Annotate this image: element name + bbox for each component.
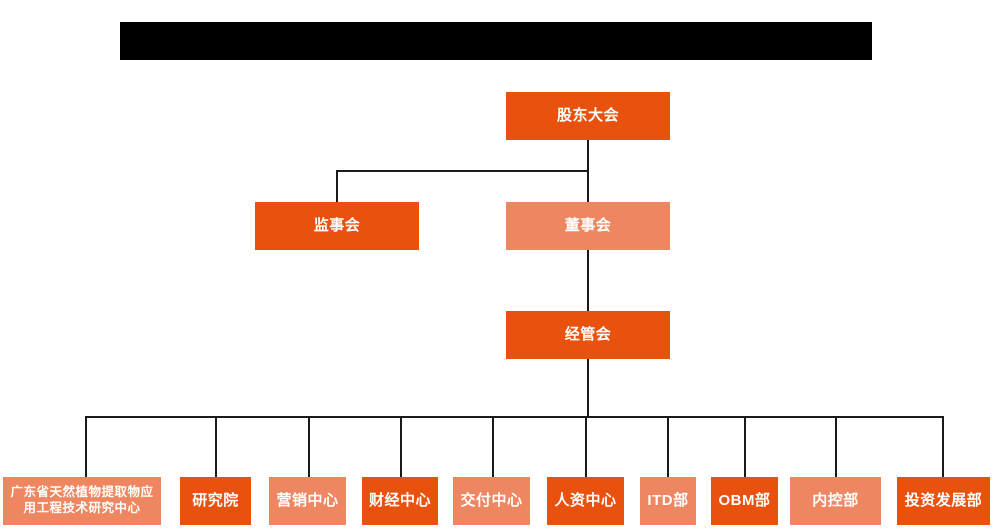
node-label-supervisors: 监事会 [313, 216, 361, 234]
node-label-investment-development-dept: 投资发展部 [904, 491, 983, 509]
node-finance-center[interactable]: 财经中心 [362, 477, 438, 525]
node-institute[interactable]: 研究院 [180, 477, 251, 525]
node-label-research-center: 广东省天然植物提取物应用工程技术研究中心 [10, 485, 154, 515]
node-shareholders[interactable]: 股东大会 [506, 92, 670, 140]
node-label-itd-dept: ITD部 [647, 491, 689, 509]
node-label-management: 经管会 [564, 325, 612, 343]
node-label-internal-control-dept: 内控部 [812, 491, 859, 509]
connector-drop-investment-development-dept [942, 416, 944, 478]
node-board[interactable]: 董事会 [506, 202, 670, 250]
connector-drop-obm-dept [744, 416, 746, 478]
connector-drop-hr-center [585, 416, 587, 478]
connector-drop-finance-center [400, 416, 402, 478]
connector-drop-institute [215, 416, 217, 478]
redacted-title-bar [120, 22, 872, 60]
node-label-board: 董事会 [564, 216, 612, 234]
node-label-delivery-center: 交付中心 [460, 491, 523, 509]
connector-drop-delivery-center [492, 416, 494, 478]
connector-drop-research-center [85, 416, 87, 478]
node-label-marketing-center: 营销中心 [276, 491, 339, 509]
node-itd-dept[interactable]: ITD部 [640, 477, 696, 525]
node-label-shareholders: 股东大会 [556, 106, 619, 124]
node-marketing-center[interactable]: 营销中心 [269, 477, 346, 525]
connector-board-to-management [587, 243, 589, 312]
node-management[interactable]: 经管会 [506, 311, 670, 359]
connector-drop-supervisors [336, 170, 338, 202]
node-label-institute: 研究院 [192, 491, 239, 509]
connector-drop-itd-dept [667, 416, 669, 478]
node-supervisors[interactable]: 监事会 [255, 202, 419, 250]
connector-level4-bus [85, 416, 943, 418]
node-investment-development-dept[interactable]: 投资发展部 [897, 477, 990, 525]
connector-drop-marketing-center [308, 416, 310, 478]
connector-management-down [587, 357, 589, 417]
node-label-obm-dept: OBM部 [718, 491, 771, 509]
node-label-finance-center: 财经中心 [368, 491, 431, 509]
node-delivery-center[interactable]: 交付中心 [453, 477, 530, 525]
node-hr-center[interactable]: 人资中心 [547, 477, 624, 525]
connector-shareholders-down [587, 140, 589, 172]
node-research-center[interactable]: 广东省天然植物提取物应用工程技术研究中心 [3, 477, 161, 525]
connector-level1-bus [336, 170, 589, 172]
connector-drop-board [587, 170, 589, 202]
node-internal-control-dept[interactable]: 内控部 [790, 477, 881, 525]
connector-drop-internal-control-dept [835, 416, 837, 478]
node-obm-dept[interactable]: OBM部 [711, 477, 778, 525]
node-label-hr-center: 人资中心 [554, 491, 617, 509]
